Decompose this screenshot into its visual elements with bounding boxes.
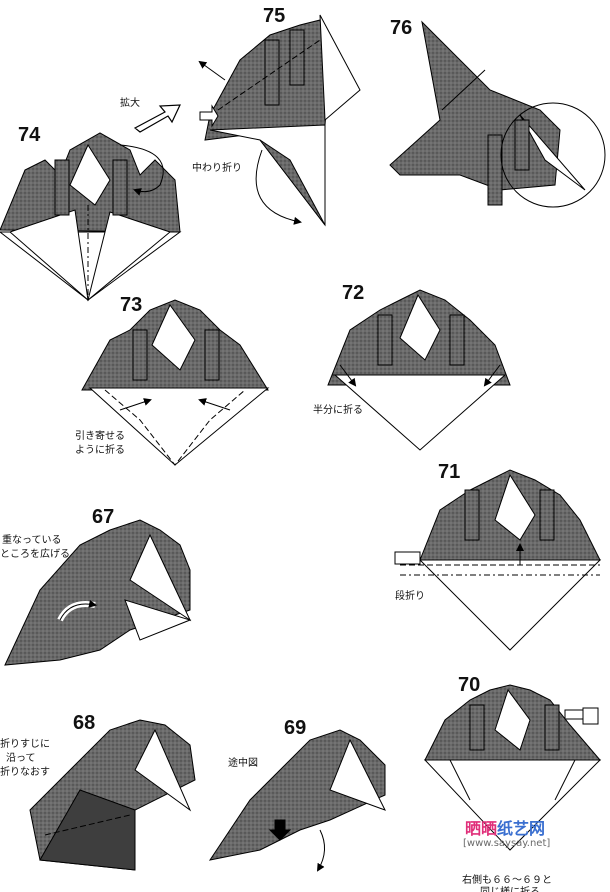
step-number-75: 75 [263, 5, 285, 28]
in-progress-label: 途中図 [228, 757, 258, 771]
watermark-url: [www.saysay.net] [463, 838, 550, 849]
step-76-figure [390, 22, 605, 207]
step-number-72: 72 [342, 282, 364, 305]
enlarge-label: 拡大 [120, 97, 140, 111]
spread-label-1: 重なっている [2, 534, 62, 548]
watermark-brand-a: 晒晒 [465, 819, 497, 838]
step-number-74: 74 [18, 124, 40, 147]
pull-fold-label-2: ように折る [75, 444, 125, 458]
step-number-69: 69 [284, 717, 306, 740]
right-side-label-2: 同じ様に折る [480, 886, 540, 892]
step-71-figure [395, 470, 600, 650]
step-number-68: 68 [73, 712, 95, 735]
pleat-fold-label: 段折り [395, 590, 425, 604]
step-69-figure [210, 730, 385, 870]
enlarge-arrow [135, 105, 180, 132]
step-number-73: 73 [120, 294, 142, 317]
step-number-76: 76 [390, 17, 412, 40]
step-72-figure [328, 290, 510, 450]
step-number-70: 70 [458, 674, 480, 697]
step-74-figure [0, 133, 180, 300]
refold-label-1: 折りすじに [0, 738, 50, 752]
pointing-hand-icon [565, 708, 598, 724]
step-number-67: 67 [92, 506, 114, 529]
watermark-brand-b: 纸艺网 [497, 819, 545, 838]
step-number-71: 71 [438, 461, 460, 484]
step-75-figure [200, 15, 360, 225]
refold-label-2: 沿って [6, 752, 36, 766]
spread-label-2: ところを広げる [0, 548, 70, 562]
watermark-logo: 晒晒纸艺网 [465, 815, 545, 839]
inside-reverse-fold-label: 中わり折り [192, 162, 242, 176]
fold-half-label: 半分に折る [313, 404, 363, 418]
refold-label-3: 折りなおす [0, 766, 50, 780]
pull-fold-label-1: 引き寄せる [75, 430, 125, 444]
step-68-figure [30, 720, 195, 870]
